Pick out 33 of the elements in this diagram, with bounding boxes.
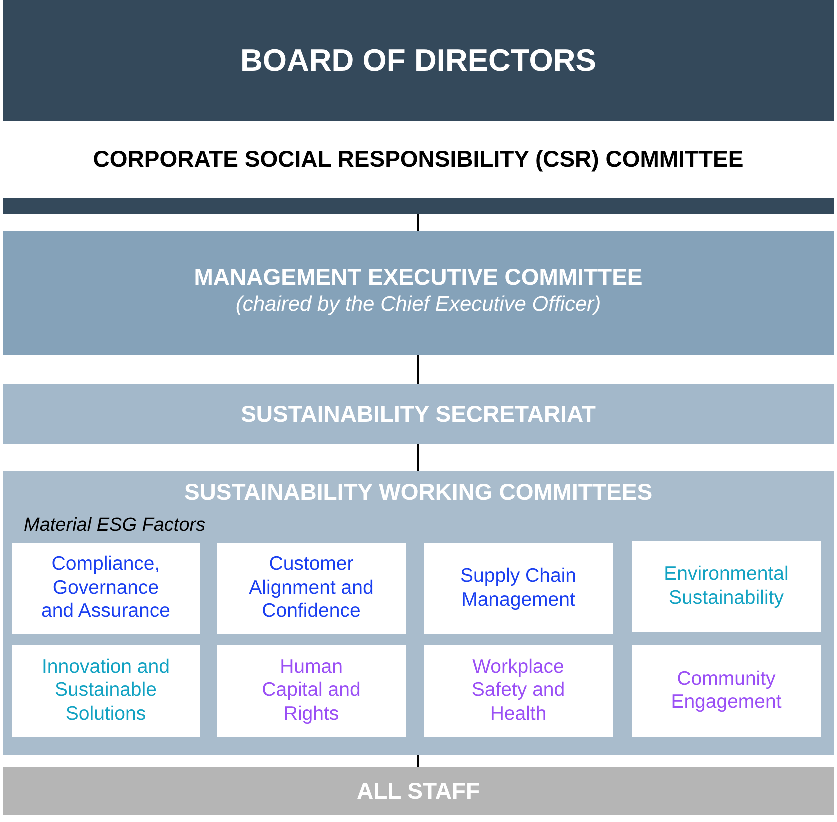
factor-label: Supply Chain Management — [460, 565, 578, 612]
connector-line — [418, 755, 420, 767]
board-title: BOARD OF DIRECTORS — [240, 42, 596, 78]
factor-card — [632, 541, 821, 632]
factor-card — [12, 645, 200, 737]
executive-subtitle: (chaired by the Chief Executive Officer) — [236, 293, 602, 317]
secretariat-band — [3, 384, 834, 444]
executive-band — [3, 231, 834, 355]
factor-card — [632, 645, 821, 737]
factor-card — [12, 543, 200, 634]
secretariat-title: SUSTAINABILITY SECRETARIAT — [241, 400, 596, 428]
factor-label: Community Engagement — [670, 668, 783, 714]
factor-card — [424, 543, 613, 634]
panel-title: SUSTAINABILITY WORKING COMMITTEES — [184, 478, 653, 506]
factor-label: Human Capital and Rights — [261, 656, 362, 726]
connector-line — [418, 355, 420, 384]
factor-label: Environmental Sustainability — [663, 563, 790, 610]
connector-line — [418, 444, 420, 471]
board-band — [3, 0, 834, 214]
factor-card — [217, 645, 406, 737]
factor-card — [424, 645, 613, 737]
factor-label: Customer Alignment and Confidence — [248, 553, 375, 624]
connector-line — [418, 214, 420, 231]
staff-band — [3, 767, 834, 815]
working-committees-panel — [3, 471, 834, 755]
section-label: Material ESG Factors — [24, 515, 206, 537]
factor-label: Innovation and Sustainable Solutions — [41, 656, 171, 726]
factor-label: Workplace Safety and Health — [470, 656, 566, 726]
factor-card — [217, 543, 406, 634]
executive-title: MANAGEMENT EXECUTIVE COMMITTEE — [194, 264, 643, 290]
factor-label: Compliance, Governance and Assurance — [40, 553, 172, 624]
staff-title: ALL STAFF — [356, 778, 480, 804]
committee-title: CORPORATE SOCIAL RESPONSIBILITY (CSR) COMMITTEE — [93, 146, 744, 173]
